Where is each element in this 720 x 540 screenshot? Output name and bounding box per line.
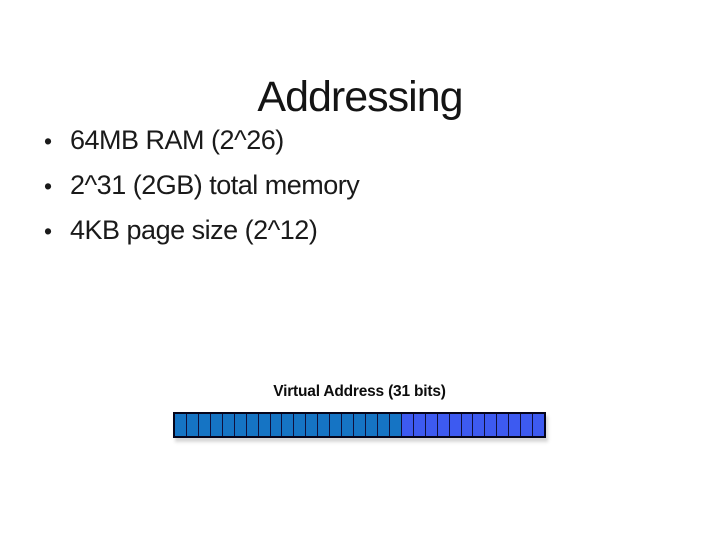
- bit-cell-page-number-bits: [318, 414, 331, 436]
- bit-cell-page-number-bits: [198, 414, 211, 436]
- bullet-text: 4KB page size (2^12): [70, 215, 318, 245]
- bullet-item: • 64MB RAM (2^26): [44, 118, 700, 163]
- bit-cell-offset-bits: [425, 414, 438, 436]
- bit-cell-offset-bits: [533, 414, 545, 436]
- bit-cell-page-number-bits: [377, 414, 390, 436]
- bit-cell-offset-bits: [473, 414, 486, 436]
- bit-cell-page-number-bits: [389, 414, 402, 436]
- bit-cell-page-number-bits: [366, 414, 378, 436]
- bit-cell-offset-bits: [521, 414, 534, 436]
- bullet-icon: •: [44, 173, 52, 199]
- bit-cell-page-number-bits: [258, 414, 271, 436]
- bit-cell-page-number-bits: [246, 414, 259, 436]
- slide-title: Addressing: [257, 72, 463, 121]
- bit-cell-page-number-bits: [270, 414, 283, 436]
- bit-cell-page-number-bits: [222, 414, 235, 436]
- bit-cell-offset-bits: [497, 414, 510, 436]
- bit-cell-page-number-bits: [330, 414, 343, 436]
- bit-cell-page-number-bits: [306, 414, 319, 436]
- bit-cell-offset-bits: [437, 414, 450, 436]
- bullet-list: • 64MB RAM (2^26) • 2^31 (2GB) total mem…: [44, 118, 700, 253]
- bullet-item: • 4KB page size (2^12): [44, 208, 700, 253]
- bit-cell-offset-bits: [449, 414, 462, 436]
- bit-cell-offset-bits: [413, 414, 426, 436]
- bit-cell-page-number-bits: [294, 414, 307, 436]
- bullet-icon: •: [44, 128, 52, 154]
- bullet-text: 64MB RAM (2^26): [70, 125, 284, 155]
- bit-cell-offset-bits: [401, 414, 414, 436]
- bullet-item: • 2^31 (2GB) total memory: [44, 163, 700, 208]
- bullet-text: 2^31 (2GB) total memory: [70, 170, 360, 200]
- bit-cell-offset-bits: [485, 414, 498, 436]
- bit-cell-page-number-bits: [342, 414, 355, 436]
- bit-cell-page-number-bits: [234, 414, 247, 436]
- bit-cell-offset-bits: [509, 414, 522, 436]
- bit-cell-page-number-bits: [282, 414, 295, 436]
- bit-cell-page-number-bits: [186, 414, 199, 436]
- bullet-icon: •: [44, 218, 52, 244]
- bit-cell-page-number-bits: [354, 414, 366, 436]
- virtual-address-label: Virtual Address (31 bits): [273, 383, 446, 400]
- bit-cell-page-number-bits: [210, 414, 223, 436]
- bit-cell-offset-bits: [461, 414, 474, 436]
- virtual-address-bar: [173, 412, 546, 438]
- bit-cell-page-number-bits: [175, 414, 187, 436]
